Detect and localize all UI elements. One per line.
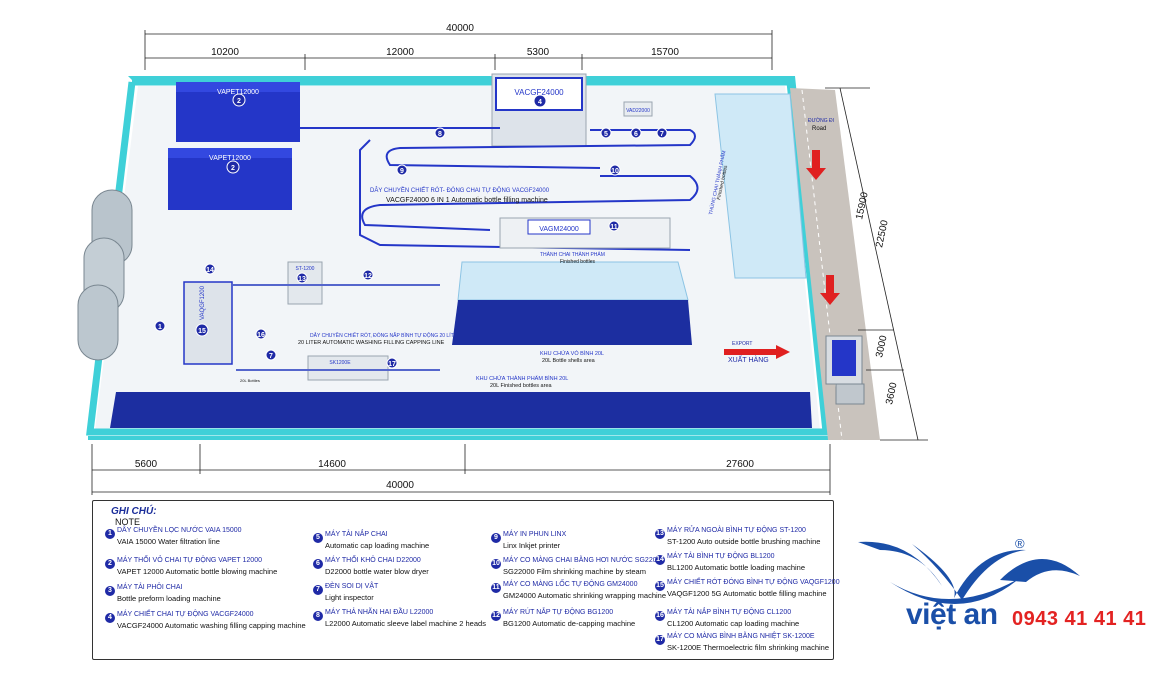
factory-layout-plan: 40000 10200 12000 5300 15700 ĐƯỜNG ĐI Ro… xyxy=(77,23,928,495)
right-seg-3: 3000 xyxy=(874,334,889,358)
registered-mark: ® xyxy=(1015,536,1025,551)
top-seg-1: 10200 xyxy=(211,47,239,58)
road-label-vn: ĐƯỜNG ĐI xyxy=(808,117,834,124)
svg-text:17: 17 xyxy=(388,361,396,368)
water-tanks xyxy=(77,189,133,361)
svg-text:12: 12 xyxy=(364,273,372,280)
line-label-vn: DÂY CHUYỀN CHIẾT RÓT- ĐÓNG CHAI TỰ ĐỘNG … xyxy=(370,187,550,194)
finished-en: Finished bottles xyxy=(560,259,596,265)
export-label-en: EXPORT xyxy=(732,341,752,347)
fin20-label-en: 20L Finished bottles area xyxy=(490,383,552,389)
export-label-vn: XUẤT HÀNG xyxy=(728,354,769,364)
bottom-total-label: 40000 xyxy=(386,480,414,491)
vaqgf-label: VAQGF1200 xyxy=(200,285,206,320)
bottom-dimension xyxy=(91,444,831,495)
line20-label-en: 20 LITER AUTOMATIC WASHING FILLING CAPPI… xyxy=(298,340,445,346)
top-seg-2: 12000 xyxy=(386,47,414,58)
top-seg-4: 15700 xyxy=(651,47,679,58)
top-seg-3: 5300 xyxy=(527,47,550,58)
svg-text:6: 6 xyxy=(634,131,638,138)
finished-bottles-stack xyxy=(714,93,807,279)
conveyor-loops xyxy=(300,127,699,251)
finished-20l-area xyxy=(110,392,812,428)
top-dimension xyxy=(144,30,773,70)
svg-text:16: 16 xyxy=(257,332,265,339)
road-label-en: Road xyxy=(812,126,826,132)
line-label-en: VACGF24000 6 IN 1 Automatic bottle filli… xyxy=(386,197,548,204)
vapet-bottom-label: VAPET12000 xyxy=(209,155,251,162)
right-seg-4: 3600 xyxy=(884,381,899,405)
vapet-top-label: VAPET12000 xyxy=(217,89,259,96)
vad-machine xyxy=(623,101,653,117)
svg-text:2: 2 xyxy=(231,165,235,172)
brand-phone: 0943 41 41 41 xyxy=(1012,608,1147,630)
brand-name: việt an xyxy=(906,598,998,631)
finished-packs-area xyxy=(457,261,689,301)
fin20-label-vn: KHU CHỨA THÀNH PHẨM BÌNH 20L xyxy=(476,375,568,382)
small-bottles-label: 20L Bottles xyxy=(240,378,260,383)
shells-area xyxy=(452,300,692,345)
bottom-seg-3: 27600 xyxy=(726,459,754,470)
road-arrow-2 xyxy=(820,275,840,305)
right-dimension xyxy=(825,87,928,441)
svg-text:7: 7 xyxy=(269,353,273,360)
svg-text:11: 11 xyxy=(610,224,618,231)
top-total-label: 40000 xyxy=(446,23,474,34)
svg-text:7: 7 xyxy=(660,131,664,138)
svg-text:15: 15 xyxy=(198,328,206,335)
svg-text:1: 1 xyxy=(158,324,162,331)
vagm-label: VAGM24000 xyxy=(539,226,579,233)
road-arrow-1 xyxy=(806,150,826,180)
markers: 2 2 4 5 6 7 8 9 10 11 12 13 14 15 16 7 1… xyxy=(154,93,668,369)
shells-label-vn: KHU CHỨA VỎ BÌNH 20L xyxy=(540,350,604,357)
svg-text:2: 2 xyxy=(237,98,241,105)
sk-label: SK1200E xyxy=(329,360,351,366)
vapet-machine-top xyxy=(176,82,300,142)
conveyor-20l xyxy=(232,284,440,371)
svg-text:14: 14 xyxy=(206,267,214,274)
finished-vn: THÀNH CHAI THÀNH PHẨM xyxy=(540,251,605,258)
svg-text:13: 13 xyxy=(298,276,306,283)
bottom-seg-2: 14600 xyxy=(318,459,346,470)
vad-label: VAD22000 xyxy=(626,108,650,114)
line20-label-vn: DÂY CHUYỀN CHIẾT RÓT, ĐÓNG NẮP BÌNH TỰ Đ… xyxy=(310,331,454,339)
right-seg-2: 22500 xyxy=(874,219,891,249)
st-machine xyxy=(287,261,323,305)
bottom-seg-1: 5600 xyxy=(135,459,158,470)
svg-text:8: 8 xyxy=(438,131,442,138)
svg-text:5: 5 xyxy=(604,131,608,138)
note-subtitle: NOTE xyxy=(115,517,141,527)
export-arrow xyxy=(724,345,790,359)
note-title: GHI CHÚ: xyxy=(111,506,157,517)
svg-text:9: 9 xyxy=(400,168,404,175)
vaqgf-machine xyxy=(183,281,233,365)
vapet-machine-bottom xyxy=(168,148,292,210)
shells-label-en: 20L Bottle shells area xyxy=(542,358,596,364)
viet-an-logo xyxy=(858,541,1080,605)
sk-machine xyxy=(307,355,389,381)
svg-text:4: 4 xyxy=(538,99,542,106)
st-label: ST-1200 xyxy=(296,266,315,272)
vacgf-label: VACGF24000 xyxy=(514,88,564,97)
truck xyxy=(825,335,865,405)
svg-text:10: 10 xyxy=(611,168,619,175)
